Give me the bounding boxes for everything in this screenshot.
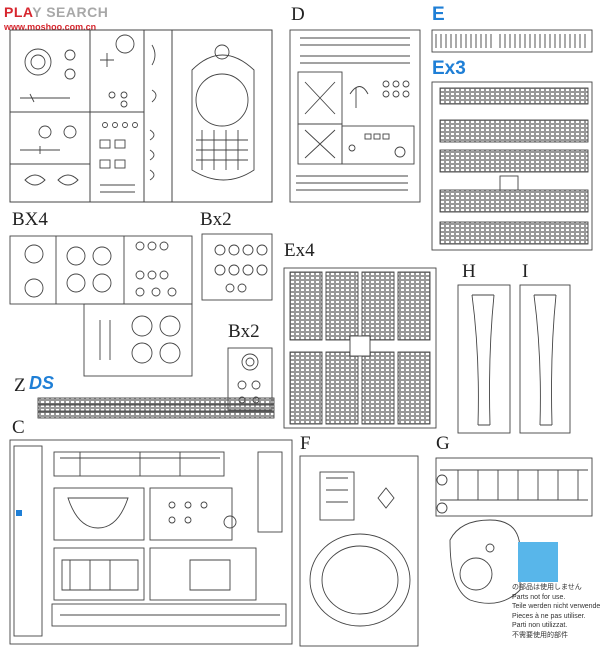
label-sprue-z: Z [14,375,26,396]
sprue-ex3-frame [431,81,593,251]
label-sprue-bx2-lower: Bx2 [228,321,260,342]
label-sprue-d: D [291,4,305,25]
sprue-f-frame [299,455,419,647]
sprue-z-tracks [37,397,275,419]
sprue-ex4-frame [283,267,437,429]
sprue-i-frame [519,284,571,434]
label-sprue-ex4: Ex4 [284,240,315,261]
sprue-e-frame [431,29,593,53]
label-sprue-bx2-upper: Bx2 [200,209,232,230]
label-sprue-f: F [300,433,311,454]
label-sprue-i: I [522,261,529,282]
unused-parts-swatch [518,542,558,582]
label-sprue-e: E [432,4,445,25]
label-sprue-c: C [12,417,25,438]
sprue-bx2a-frame [201,233,273,301]
notice-line-jp: の部品は使用しません [512,584,582,591]
label-sprue-h: H [462,261,476,282]
notice-line-it: Parti non utilizzat. [512,622,568,629]
unused-parts-notice: の部品は使用しません Parts not for use. Teile werd… [512,583,600,640]
label-sprue-bx4: BX4 [12,209,48,230]
watermark-part1: PLA [4,4,33,20]
label-sprue-g: G [436,433,450,454]
ds-logo: DS [29,373,55,393]
sprue-a-frame [9,29,273,203]
sprue-g-frame [435,457,593,604]
sprue-h-frame [457,284,511,434]
notice-line-fr: Pieces à ne pas utiliser. [512,612,586,620]
sprue-d-frame [289,29,421,203]
sprue-c-frame [9,439,293,645]
notice-line-de: Teile werden nicht verwendet. [512,603,600,610]
notice-line-en: Parts not for use. [512,593,566,601]
watermark-url: www.moshoo.com.cn [4,22,97,32]
sprue-bx4-frame [9,235,193,377]
watermark-part2: Y SEARCH [32,4,109,20]
notice-line-cn: 不需要使用的部件 [512,631,568,639]
label-sprue-ex3: Ex3 [432,58,466,79]
watermark-logo: PLAY SEARCH [4,4,108,20]
